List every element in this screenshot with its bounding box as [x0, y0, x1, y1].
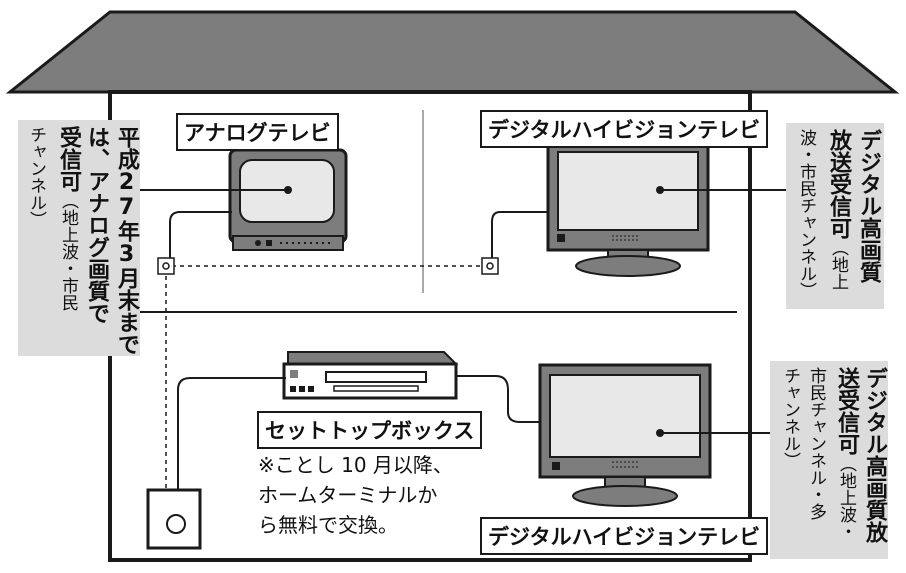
right-top-callout-col1: デジタル高画質 [856, 129, 881, 283]
right-top-callout-col2: 放送受信可（地上 [822, 129, 854, 290]
wall-outlet-right [481, 257, 499, 275]
set-top-box-device [282, 351, 459, 400]
analog-tv [228, 148, 348, 251]
left-callout-col4: チャンネル） [26, 126, 46, 228]
digital-tv-top [546, 140, 710, 277]
left-callout-col3: 受信可（地上波・市民 [52, 126, 84, 311]
set-top-box-label: セットトップボックス [257, 411, 483, 449]
stb-to-jack-cable [177, 377, 286, 520]
stb-to-tv-cable [456, 375, 545, 423]
digital-tv-bottom [538, 363, 712, 507]
analog-tv-cable [169, 211, 232, 258]
right-bottom-callout-col3: 市民チャンネル・多 [806, 367, 826, 520]
digital-tv-top-label: デジタルハイビジョンテレビ [480, 110, 769, 148]
right-top-callout-col3: 波・市民チャンネル） [796, 129, 816, 299]
right-top-callout-col2-normal: （地上 [828, 239, 848, 290]
wall-outlet-left [157, 257, 175, 275]
exchange-note-line3: ら無料で交換。 [258, 513, 398, 537]
digital-tv-top-cable [491, 211, 548, 258]
right-bottom-callout-col2-bold: 送受信可 [834, 367, 859, 455]
left-callout-col2: は、アナログ画質で [84, 126, 109, 324]
left-callout: 平成27年3月末まで は、アナログ画質で 受信可（地上波・市民 チャンネル） [18, 120, 140, 356]
right-bottom-callout-col1: デジタル高画質放 [862, 367, 887, 543]
analog-tv-label: アナログテレビ [176, 113, 339, 151]
exchange-note-line1: ※ことし 10 月以降、 [258, 453, 453, 477]
right-top-callout-col2-bold: 放送受信可 [826, 129, 851, 239]
roof [5, 10, 900, 94]
right-bottom-callout: デジタル高画質放 送受信可（地上波・ 市民チャンネル・多 チャンネル） [770, 361, 888, 559]
left-callout-col1: 平成27年3月末まで [114, 126, 139, 355]
digital-tv-bottom-label: デジタルハイビジョンテレビ [480, 517, 769, 555]
right-top-callout: デジタル高画質 放送受信可（地上 波・市民チャンネル） [786, 123, 884, 309]
exchange-note-line2: ホームターミナルか [258, 483, 438, 507]
right-bottom-callout-col4: チャンネル） [780, 367, 800, 469]
left-callout-col3-bold: 受信可 [56, 126, 81, 192]
right-bottom-callout-col2-normal: （地上波・ [836, 455, 856, 540]
left-callout-col3-normal: （地上波・市民 [58, 192, 78, 311]
right-bottom-callout-col2: 送受信可（地上波・ [830, 367, 862, 540]
wall-jack [146, 488, 202, 550]
exchange-note: ※ことし 10 月以降、 ホームターミナルか ら無料で交換。 [258, 450, 453, 540]
